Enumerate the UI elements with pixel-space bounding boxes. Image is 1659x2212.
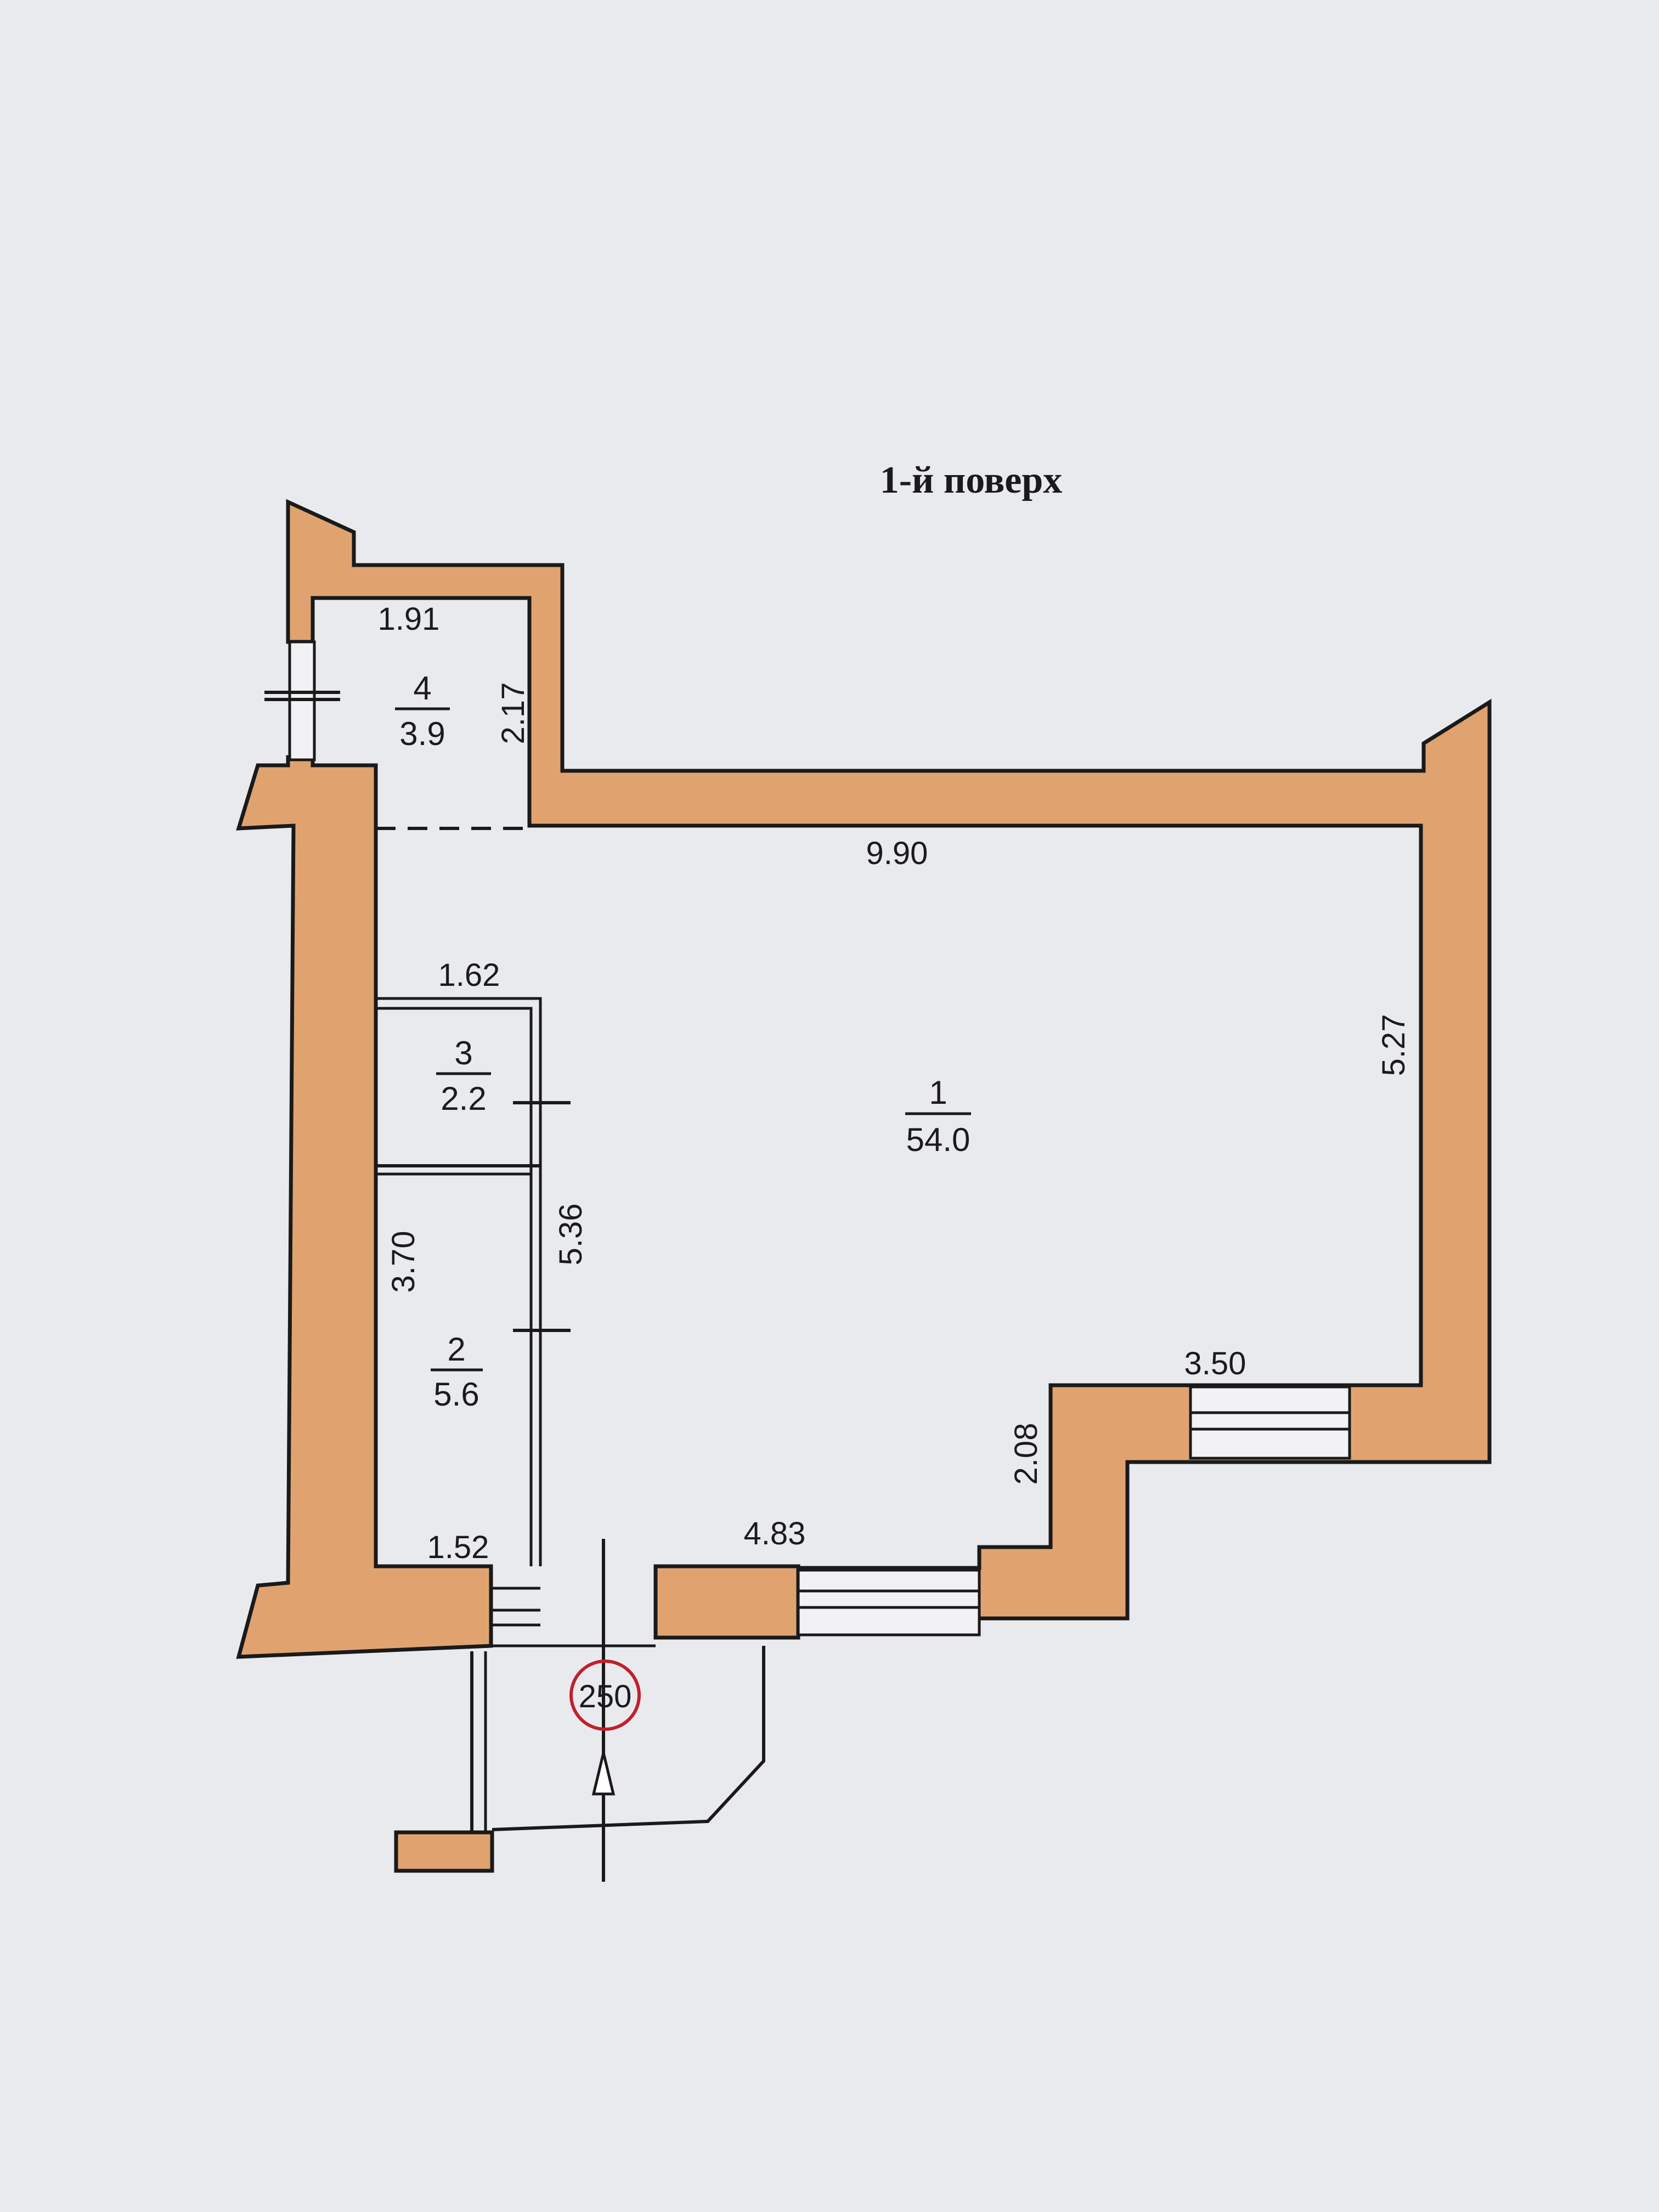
porch-block <box>394 1830 494 1873</box>
dim-bay-width: 3.50 <box>1184 1346 1246 1381</box>
room-4-number: 4 <box>413 670 431 707</box>
room-1-label: 1 54.0 <box>905 1074 971 1158</box>
dim-room2-height: 3.70 <box>386 1231 421 1293</box>
dimension-labels: 1.91 2.17 9.90 5.27 1.62 3.70 5.36 3.50 … <box>378 601 1412 1565</box>
room-3-label: 3 2.2 <box>436 1035 491 1117</box>
dim-room4-width: 1.91 <box>378 601 440 637</box>
porch-outline <box>492 1646 765 1831</box>
dim-front-wall: 4.83 <box>744 1516 806 1551</box>
room-3-number: 3 <box>454 1035 472 1071</box>
room3-partition <box>376 997 542 1566</box>
window-front <box>797 1568 981 1637</box>
room-4-area: 3.9 <box>399 715 445 752</box>
dim-main-top: 9.90 <box>866 836 928 871</box>
dim-room3-width: 1.62 <box>438 957 500 993</box>
window-bay <box>1189 1385 1351 1460</box>
room-2-number: 2 <box>447 1331 465 1368</box>
dim-room4-height: 2.17 <box>495 682 531 744</box>
interior-lines <box>264 598 1350 1647</box>
dim-entrance-width: 1.52 <box>427 1530 489 1565</box>
walls <box>236 499 1492 1873</box>
dim-main-right: 5.27 <box>1376 1014 1412 1076</box>
room-1-number: 1 <box>929 1074 947 1111</box>
room3-partition-inner <box>376 1007 533 1566</box>
entrance-marker-text: 250 <box>579 1679 632 1714</box>
dim-bay-depth: 2.08 <box>1008 1423 1044 1485</box>
entrance-marker-circle <box>569 1660 641 1731</box>
room-2-label: 2 5.6 <box>431 1331 483 1413</box>
room-2-area: 5.6 <box>433 1376 479 1413</box>
floor-title: 1-й поверх <box>880 459 1063 501</box>
room-3-area: 2.2 <box>441 1080 486 1117</box>
room-1-area: 54.0 <box>906 1121 970 1158</box>
wall-left <box>236 755 493 1659</box>
room-labels: 1 54.0 2 5.6 3 2.2 4 3.9 <box>395 670 971 1413</box>
entrance-arrow-head <box>591 1752 616 1796</box>
porch: 250 <box>470 1539 765 1882</box>
wall-front-pillar <box>653 1564 800 1640</box>
room-4-label: 4 3.9 <box>395 670 450 752</box>
dim-corridor-height: 5.36 <box>553 1204 589 1266</box>
